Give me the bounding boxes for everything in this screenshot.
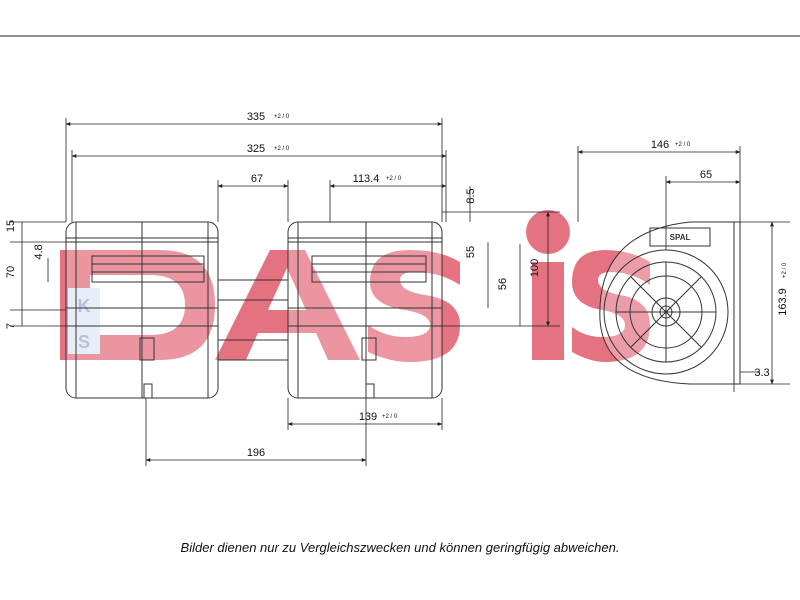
dim-70: 70 bbox=[5, 266, 17, 278]
dim-146: 146 bbox=[651, 139, 669, 151]
brand-label: SPAL bbox=[670, 233, 691, 242]
watermark-letter-k: K bbox=[78, 296, 91, 316]
dim-325-tol: +2 / 0 bbox=[274, 146, 290, 152]
dim-335: 335 bbox=[247, 111, 265, 123]
dimension-lines bbox=[10, 118, 790, 466]
dim-7: 7 bbox=[5, 323, 17, 329]
dim-113-4-tol: +2 / 0 bbox=[386, 176, 402, 182]
watermark-logo: K S bbox=[60, 210, 650, 362]
side-view-fan bbox=[599, 221, 741, 385]
dim-3-3: 3.3 bbox=[754, 367, 769, 379]
dim-100: 100 bbox=[529, 259, 541, 277]
dim-139-tol: +2 / 0 bbox=[382, 414, 398, 420]
dim-196: 196 bbox=[247, 447, 265, 459]
dim-8-5: 8.5 bbox=[465, 188, 477, 203]
dim-4-8: 4.8 bbox=[33, 244, 45, 259]
dim-163-9-tol: +2 / 0 bbox=[782, 262, 788, 278]
dim-56: 56 bbox=[497, 278, 509, 290]
dim-55: 55 bbox=[465, 246, 477, 258]
dim-146-tol: +2 / 0 bbox=[675, 142, 691, 148]
dim-335-tol: +2 / 0 bbox=[274, 114, 290, 120]
dim-325: 325 bbox=[247, 143, 265, 155]
disclaimer-caption: Bilder dienen nur zu Vergleichszwecken u… bbox=[180, 540, 620, 555]
dim-65: 65 bbox=[700, 169, 712, 181]
dim-139: 139 bbox=[359, 411, 377, 423]
right-blower-housing bbox=[287, 221, 443, 399]
dim-67: 67 bbox=[251, 173, 263, 185]
center-motor bbox=[217, 279, 289, 361]
dim-15: 15 bbox=[5, 220, 17, 232]
dim-163-9: 163.9 bbox=[777, 288, 789, 316]
dim-113-4: 113.4 bbox=[353, 173, 380, 185]
dimension-labels: 335 +2 / 0 325 +2 / 0 67 113.4 +2 / 0 15… bbox=[5, 111, 789, 459]
left-blower-housing bbox=[65, 221, 219, 399]
watermark-letter-s: S bbox=[78, 332, 90, 352]
